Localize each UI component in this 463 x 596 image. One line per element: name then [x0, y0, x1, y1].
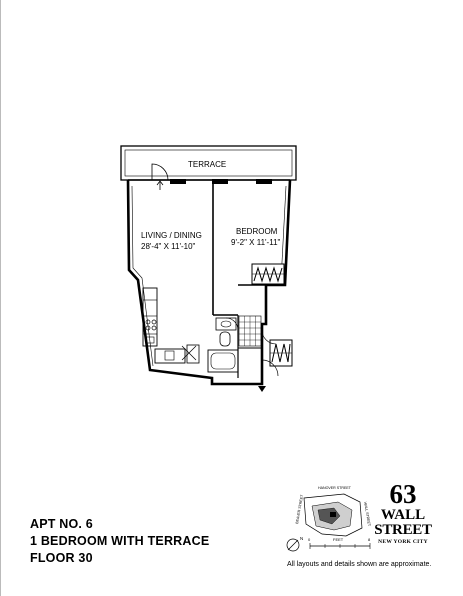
logo-city: NEW YORK CITY [378, 539, 428, 545]
logo-number: 63 [389, 479, 417, 509]
street-label-right: WALL STREET [363, 501, 371, 527]
living-dining-label: LIVING / DINING [141, 231, 202, 240]
interior-walls [212, 184, 266, 378]
scale-end-label: 8 [368, 537, 371, 542]
compass-north-label: N [300, 536, 303, 541]
entry-arrow-icon [258, 386, 266, 392]
kitchen [142, 287, 200, 364]
hall-closet [269, 339, 293, 367]
apartment-info: APT NO. 6 1 BEDROOM WITH TERRACE FLOOR 3… [30, 516, 209, 567]
building-logo: 63 WALL STREET NEW YORK CITY [372, 481, 434, 546]
disclaimer-text: All layouts and details shown are approx… [287, 561, 432, 568]
street-label-top: HANOVER STREET [318, 486, 352, 490]
apartment-floor: FLOOR 30 [30, 551, 93, 565]
logo-word-street: STREET [374, 522, 432, 538]
scale-start-label: 0 [308, 537, 311, 542]
logo-word-wall: WALL [380, 507, 426, 523]
entry-door [258, 329, 279, 392]
key-plan: HANOVER STREET BEAVER STREET WALL STREET [295, 486, 371, 537]
bathroom-tile [238, 315, 262, 347]
scale-unit-label: FEET [333, 537, 344, 542]
apartment-type: 1 BEDROOM WITH TERRACE [30, 534, 210, 548]
bedroom-closet [251, 263, 285, 285]
street-label-left: BEAVER STREET [295, 494, 304, 525]
page-left-edge [0, 0, 1, 596]
bedroom-dimensions: 9'-2" X 11'-11" [231, 238, 281, 247]
apartment-number: APT NO. 6 [30, 517, 93, 531]
bathroom [207, 317, 239, 373]
terrace-area: TERRACE [120, 145, 297, 181]
compass-icon: N [286, 536, 303, 552]
windows [170, 179, 272, 184]
terrace-label: TERRACE [188, 160, 226, 169]
living-dining-dimensions: 28'-4" X 11'-10" [141, 242, 196, 251]
bedroom-label: BEDROOM [236, 227, 278, 236]
scale-bar: 0 FEET 8 [308, 537, 371, 549]
